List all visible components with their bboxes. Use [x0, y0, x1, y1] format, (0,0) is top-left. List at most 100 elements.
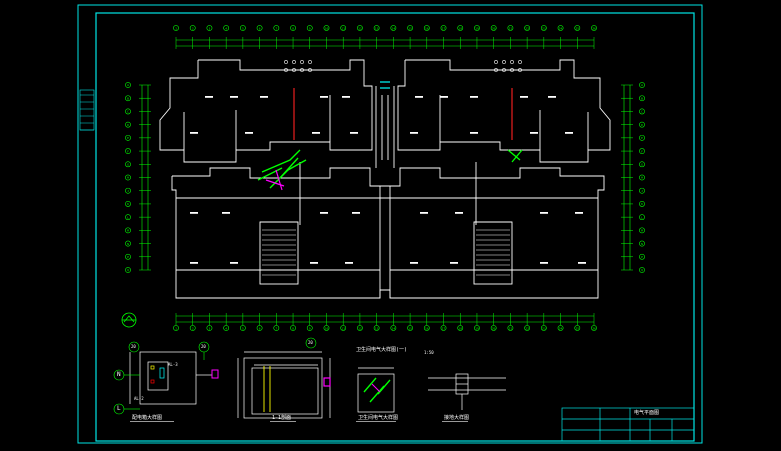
bottom-axis-marker-label: 16: [425, 326, 429, 330]
right-axis-marker: [639, 108, 645, 115]
top-axis-marker: [540, 25, 547, 31]
room-tag: [578, 262, 586, 264]
top-axis-marker-label: 21: [509, 26, 513, 30]
room-tag: [530, 132, 538, 134]
wiring-cluster-left-magenta: [265, 169, 285, 191]
room-tag: [410, 132, 418, 134]
top-axis-marker: [173, 25, 179, 31]
room-tags: [190, 96, 586, 264]
detail-bathroom: [357, 367, 395, 413]
top-axis-marker: [474, 25, 480, 31]
top-axis-marker: [373, 25, 380, 31]
left-axis-marker: [125, 174, 131, 181]
left-axis-marker: [125, 82, 131, 88]
room-tag: [230, 96, 238, 98]
top-axis-marker-label: 4: [225, 26, 227, 30]
bottom-axis-marker-label: 6: [259, 326, 261, 330]
bottom-axis-marker: [457, 325, 464, 331]
marker-l-label: L: [117, 405, 121, 412]
top-axis-marker-label: 6: [259, 26, 261, 30]
top-axis-marker-label: 9: [309, 26, 311, 30]
room-tag: [320, 212, 328, 214]
left-axis-marker: [125, 121, 131, 128]
bottom-axis-marker: [524, 325, 531, 331]
left-axis-marker-label: K: [127, 202, 129, 206]
ceiling-light: [284, 68, 288, 72]
ceiling-light: [300, 68, 304, 72]
ceiling-light: [518, 68, 522, 72]
detail1-title-underline: [130, 421, 174, 422]
room-tag: [415, 96, 423, 98]
detail4-title: 接地大样图: [444, 415, 470, 421]
bottom-axis-marker-label: 3: [209, 326, 211, 330]
room-tag: [260, 96, 268, 98]
top-axis-marker: [273, 25, 280, 31]
room-tag: [190, 262, 198, 264]
left-axis-marker-label: H: [127, 176, 129, 180]
left-axis-marker: [125, 267, 131, 273]
room-tag: [470, 96, 478, 98]
left-axis-marker: [125, 134, 131, 141]
bottom-axis-marker: [173, 325, 179, 331]
right-axis-marker-label: F: [641, 149, 643, 153]
top-axis-marker-label: 12: [358, 26, 362, 30]
detail-distribution-box: [129, 351, 212, 405]
top-axis-marker: [574, 25, 581, 31]
left-axis-marker-label: A: [127, 83, 129, 87]
top-axis-marker-label: 5: [242, 26, 244, 30]
title-block-name: 电气平面图: [634, 410, 660, 416]
room-tag: [470, 132, 478, 134]
ceiling-light: [292, 60, 296, 64]
north-arrow-symbol: [121, 312, 137, 328]
top-axis-marker: [591, 25, 597, 31]
bottom-axis-marker: [540, 325, 547, 331]
top-axis-marker-label: 18: [458, 26, 462, 30]
right-axis-marker-label: H: [641, 176, 643, 180]
bottom-axis-marker-label: 26: [592, 326, 596, 330]
left-axis-marker: [125, 253, 131, 260]
detail1-title: 配电箱大样图: [132, 415, 163, 421]
room-tag: [455, 212, 463, 214]
detail3-title: 卫生间电气大样图: [358, 415, 399, 421]
bottom-axis-marker: [290, 325, 296, 331]
right-axis-marker-label: E: [641, 136, 643, 140]
top-axis-marker: [557, 25, 564, 31]
right-axis-marker: [639, 187, 645, 194]
ceiling-light: [518, 60, 522, 64]
top-axis-marker: [189, 25, 196, 31]
bottom-axis-marker-label: 11: [341, 326, 345, 330]
bottom-axis-marker: [507, 325, 514, 331]
top-axis-marker: [357, 25, 363, 31]
room-tag: [565, 132, 573, 134]
wiring-cluster-right: [507, 149, 523, 163]
room-tag: [440, 96, 448, 98]
room-tag: [190, 132, 198, 134]
bottom-axis-marker: [273, 325, 280, 331]
right-axis-marker: [639, 267, 645, 273]
left-axis-marker: [125, 148, 131, 154]
top-axis-marker-label: 17: [442, 26, 446, 30]
magenta-mark-a: [323, 377, 331, 387]
right-axis-marker: [639, 148, 645, 154]
room-tag: [520, 96, 528, 98]
annotation-al3: AL-3: [168, 362, 178, 367]
top-axis-marker-label: 26: [592, 26, 596, 30]
detail-header-title: 卫生间电气大样图(一): [356, 347, 408, 353]
room-tag: [352, 212, 360, 214]
bottom-axis-marker: [323, 325, 330, 331]
bottom-axis-marker: [574, 325, 581, 331]
left-axis-marker-label: N: [127, 242, 129, 246]
bottom-axis-marker: [423, 325, 430, 331]
bottom-axis-marker-label: 8: [292, 326, 294, 330]
bottom-axis-marker: [474, 325, 480, 331]
top-axis-marker-label: 13: [375, 26, 379, 30]
top-axis-marker: [407, 25, 413, 31]
top-axis-marker-label: 20: [492, 26, 496, 30]
bottom-axis-marker: [390, 325, 397, 331]
top-axis-marker-label: 10: [325, 26, 329, 30]
left-axis-marker: [125, 240, 131, 247]
bottom-axis-marker-label: 7: [275, 326, 277, 330]
top-axis-marker: [524, 25, 531, 31]
